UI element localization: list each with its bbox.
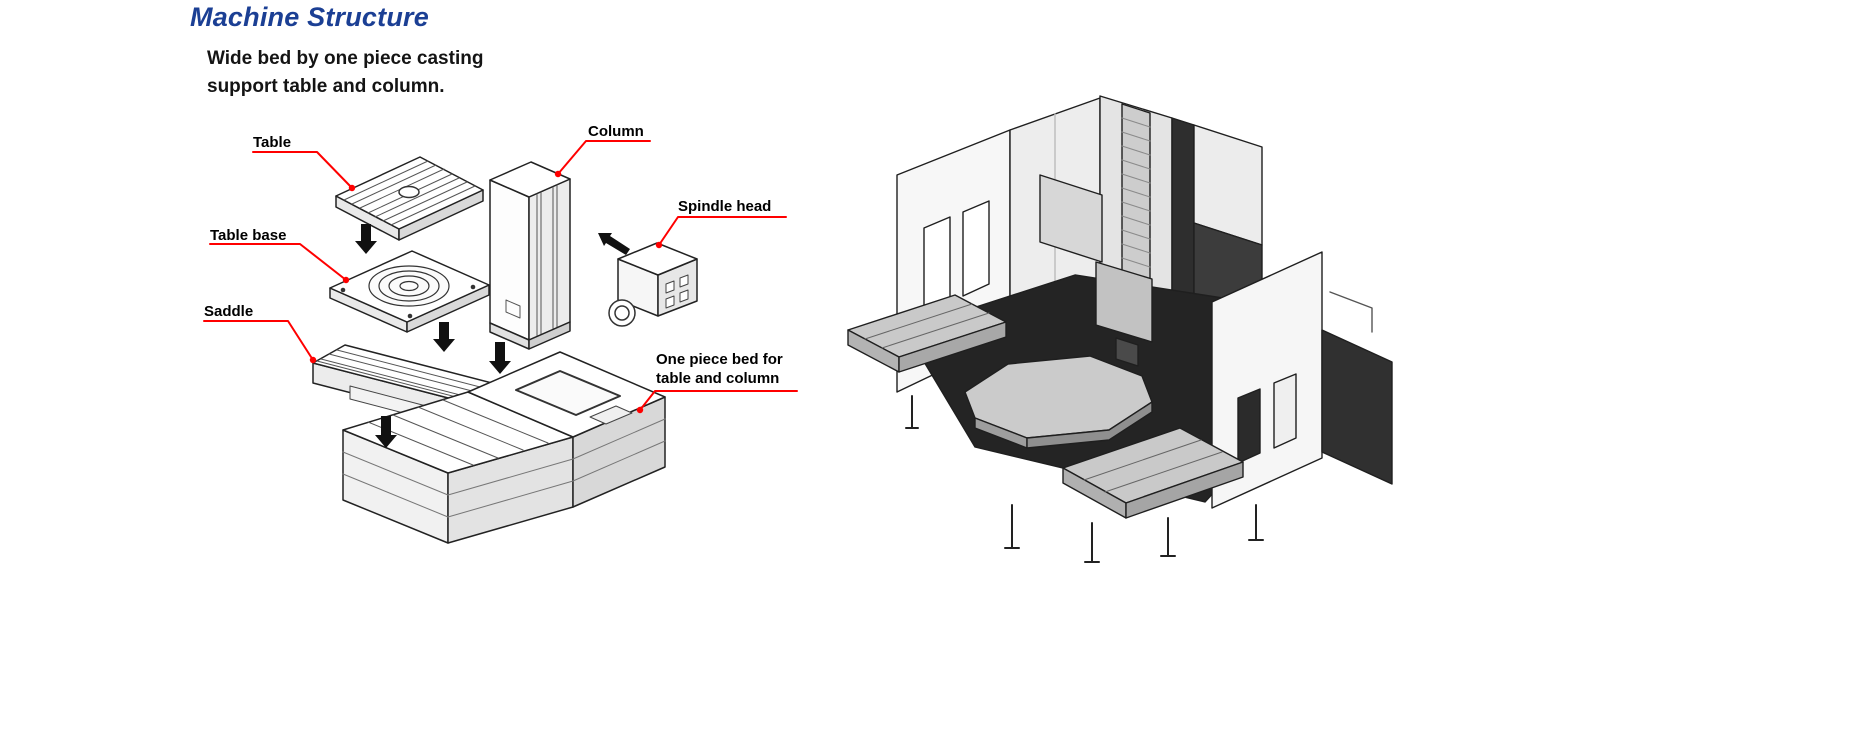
machine-dark-band [1171,117,1195,301]
assembled-machine [847,95,1393,563]
machine-spindle [1115,337,1139,367]
subtitle-line1: Wide bed by one piece casting [207,48,484,69]
machine-left-pallet-rails [864,303,990,349]
machine-side-unit [1321,329,1393,485]
arrow-saddle-down [375,416,397,448]
subtitle-line2: support table and column. [207,76,445,97]
leader-dots [309,170,663,414]
leader-lines [203,140,798,414]
arrow-table-down [355,224,377,254]
bed-step-lines [342,418,666,518]
bed-part [342,351,666,544]
machine-left-pallet-side [898,321,1007,373]
bed-rails [367,399,549,466]
label-spindle-head: Spindle head [678,198,772,215]
arrow-column-down [489,342,511,374]
machine-front-pallet-side [1125,461,1244,519]
table-base-part [329,250,490,333]
arrow-spindle-to-column [598,233,630,255]
rotary-rings [368,265,450,307]
leader-spindle-head [658,216,787,246]
arrow-table-base-down [433,322,455,352]
column-part [489,161,571,350]
leader-saddle [203,320,314,361]
machine-table-pallet-edge-2 [1026,401,1153,449]
label-bed: One piece bed for table and column [656,350,783,388]
column-guide-rails [536,184,558,337]
page-title: Machine Structure [190,2,429,32]
table-part [335,156,484,241]
machine-side-handrail [1329,291,1373,333]
bed-bolt-slot [589,405,633,425]
column-slot [505,299,521,319]
flow-arrows [355,224,630,448]
label-table-base: Table base [210,227,287,244]
table-center-hole [398,185,420,199]
label-column: Column [588,123,644,140]
machine-front-pallet-rails [1083,439,1223,493]
leader-bed [639,390,798,411]
label-bed-line1: One piece bed for [656,351,783,368]
machine-legs [905,395,1264,563]
machine-z-slide [1039,174,1103,263]
exploded-view [203,140,798,544]
machine-right-window [1273,373,1297,449]
label-saddle: Saddle [204,303,254,320]
spindle-head-part [608,242,698,327]
leader-table-base [209,243,347,281]
bed-column-pocket [515,370,621,416]
label-table: Table [253,134,292,151]
subtitle: Wide bed by one piece casting support ta… [207,45,483,101]
leader-table [252,151,353,189]
spindle-head-ports [665,274,689,309]
leader-column [557,140,651,175]
spindle-nose [608,299,636,327]
label-bed-line2: table and column [656,370,780,387]
machine-left-window-2 [962,200,990,297]
machine-right-door [1237,388,1261,464]
machine-ram [1095,261,1153,343]
